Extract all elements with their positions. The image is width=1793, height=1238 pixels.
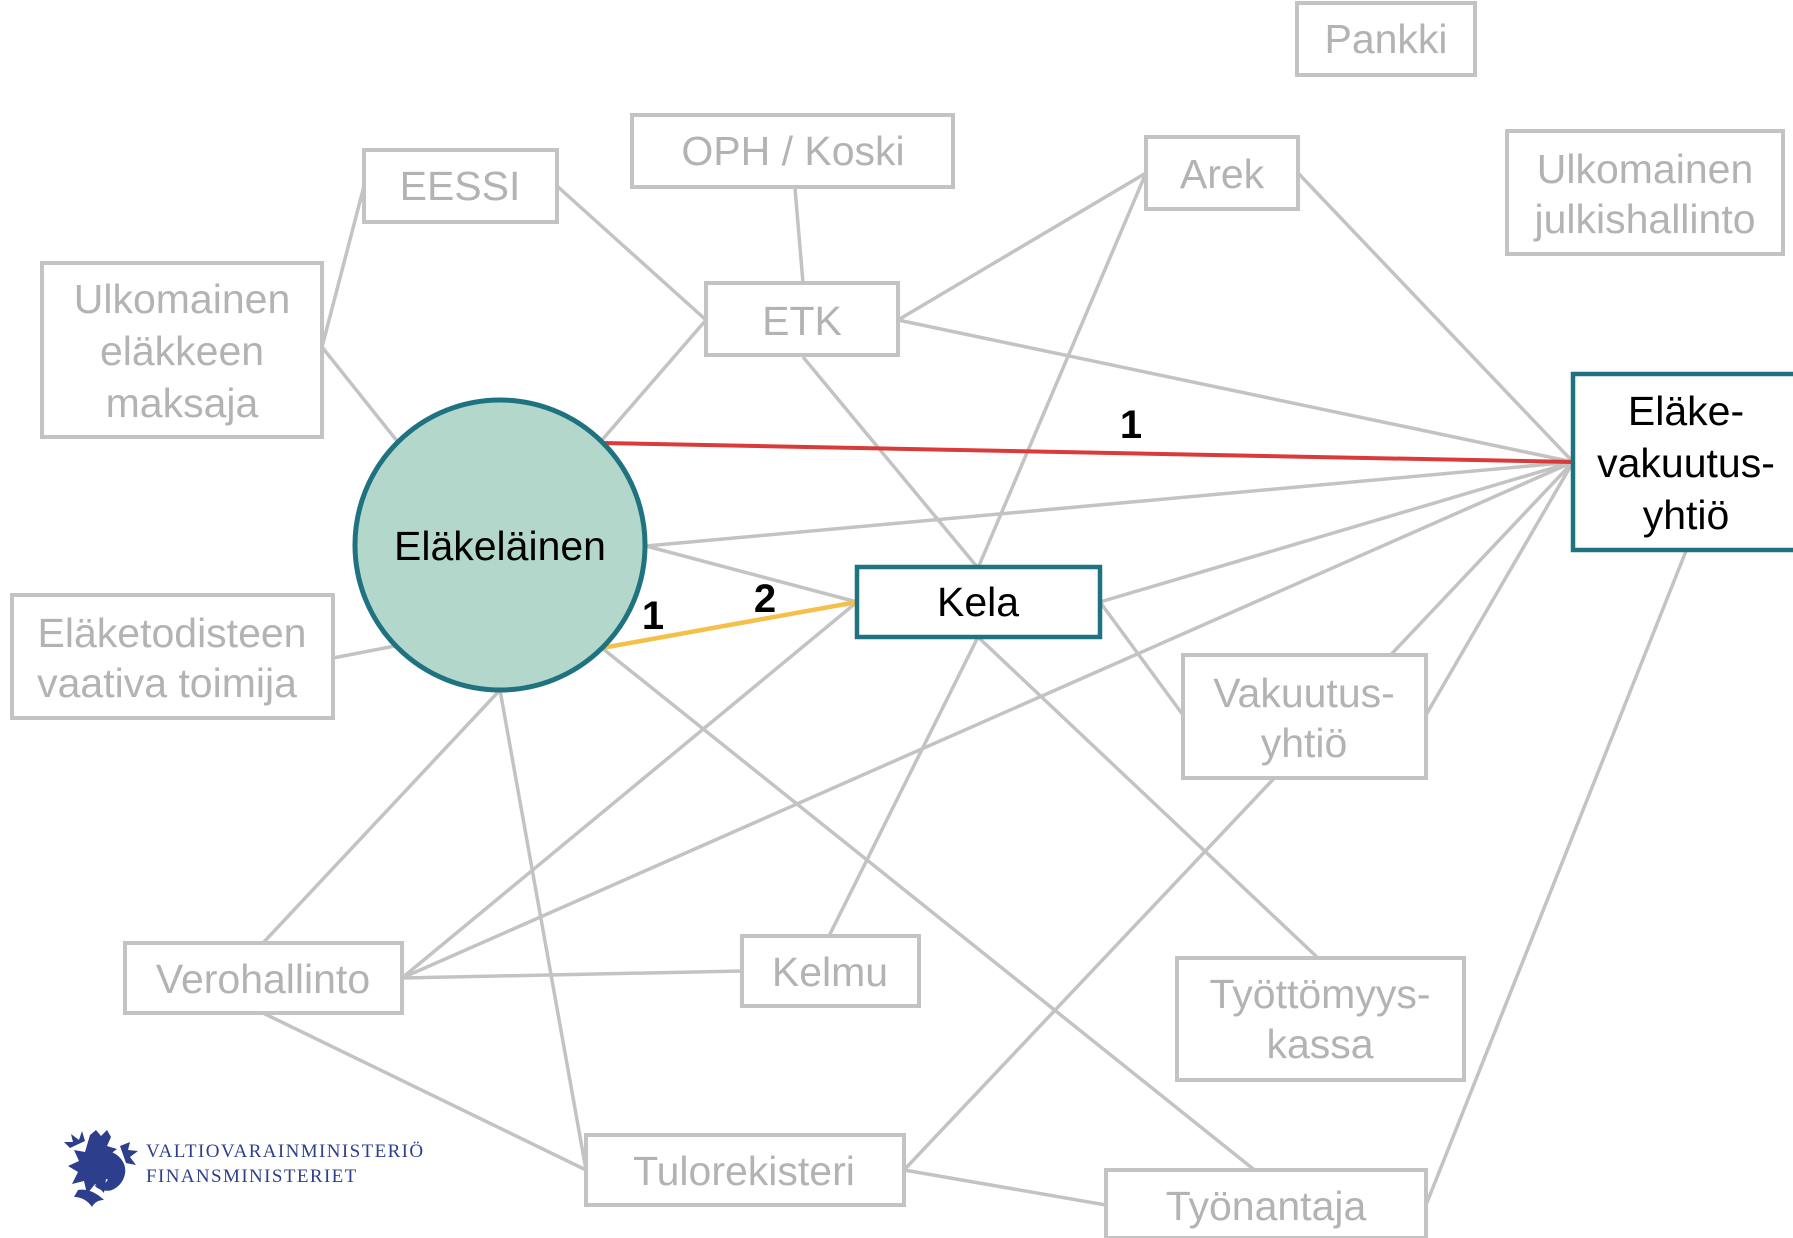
node-vakuutusyhtio: Vakuutus- yhtiö (1181, 653, 1428, 780)
edge-label-yellow-1: 1 (642, 594, 664, 638)
node-elakevakuutusyhtio: Eläke- vakuutus- yhtiö (1570, 371, 1793, 553)
node-tulorekisteri: Tulorekisteri (584, 1133, 906, 1207)
edge-kela-verohallinto (400, 600, 859, 980)
lion-coat-of-arms-icon (64, 1130, 138, 1207)
edge-arek-pension-company (1296, 171, 1575, 464)
node-kela: Kela (854, 564, 1103, 640)
edge-verohallinto-tulorekisteri (262, 1011, 587, 1172)
node-etk: ETK (704, 281, 900, 357)
node-oph-koski-label: OPH / Koski (681, 128, 904, 174)
node-elakelainen: Eläkeläinen (352, 397, 648, 693)
edge-oph-etk (793, 187, 805, 284)
node-elaketodisteen-vaativa-line1: Eläketodisteen (38, 610, 307, 656)
node-eessi-label: EESSI (400, 163, 521, 209)
edge-kela-kelmu (826, 636, 980, 939)
node-ulkomainen-maksaja-line1: Ulkomainen (74, 276, 291, 322)
node-pankki-label: Pankki (1324, 16, 1447, 62)
edge-etk-kela (801, 355, 980, 570)
edge-label-yellow-2: 2 (754, 577, 776, 621)
edge-tulorekisteri-pension-company (902, 460, 1575, 1172)
node-tyottomyyskassa: Työttömyys- kassa (1175, 956, 1466, 1082)
edge-verohallinto-kelmu (401, 969, 743, 980)
node-tyonantaja: Työnantaja (1104, 1168, 1428, 1238)
edge-tyonantaja-pension-company (1424, 550, 1688, 1206)
edge-pensioner-tulorekisteri (498, 689, 588, 1171)
node-ulkomainen-maksaja-line2: eläkkeen (100, 328, 264, 374)
node-elakevakuutusyhtio-line1: Eläke- (1628, 388, 1744, 434)
edge-pensioner-verohallinto (261, 688, 502, 945)
node-vakuutusyhtio-line1: Vakuutus- (1213, 670, 1395, 716)
edge-label-red-1: 1 (1120, 403, 1142, 447)
node-ulkomainen-julkishallinto: Ulkomainen julkishallinto (1505, 129, 1785, 256)
node-tyottomyyskassa-line2: kassa (1266, 1021, 1373, 1067)
node-elakelainen-label: Eläkeläinen (394, 523, 606, 569)
node-verohallinto-label: Verohallinto (156, 956, 370, 1002)
node-eessi: EESSI (362, 148, 559, 224)
logo-line1: VALTIOVARAINMINISTERIÖ (146, 1141, 425, 1162)
edge-todiste-pensioner (332, 643, 401, 660)
node-ulkomainen-julkishallinto-line2: julkishallinto (1533, 196, 1755, 242)
edge-kela-pension-company (1099, 460, 1574, 604)
ministry-logo: VALTIOVARAINMINISTERIÖ FINANSMINISTERIET (64, 1130, 425, 1207)
node-kela-label: Kela (937, 579, 1019, 625)
node-ulkomainen-maksaja-line3: maksaja (106, 380, 259, 426)
edge-maksaja-pensioner (320, 345, 399, 443)
node-arek: Arek (1144, 135, 1300, 211)
node-ulkomainen-maksaja: Ulkomainen eläkkeen maksaja (40, 261, 324, 439)
edge-etk-pension-company (897, 318, 1574, 464)
node-vakuutusyhtio-line2: yhtiö (1261, 720, 1348, 766)
node-arek-label: Arek (1180, 151, 1265, 197)
connection-lines (261, 171, 1688, 1207)
node-elakevakuutusyhtio-line2: vakuutus- (1597, 440, 1775, 486)
node-pankki: Pankki (1295, 1, 1477, 77)
edge-vakuutusyhtio-pension-company (1424, 461, 1575, 716)
node-tulorekisteri-label: Tulorekisteri (633, 1148, 855, 1194)
edge-arek-kela (976, 172, 1148, 569)
edge-eessi-maksaja (320, 185, 366, 348)
node-kelmu: Kelmu (740, 934, 921, 1008)
node-ulkomainen-julkishallinto-line1: Ulkomainen (1537, 146, 1754, 192)
edge-verohallinto-pension-company (401, 460, 1574, 980)
node-elakelainen-circle (352, 397, 648, 693)
logo-line2: FINANSMINISTERIET (146, 1166, 358, 1187)
node-elaketodisteen-vaativa-line2: vaativa toimija (37, 660, 297, 706)
edge-kela-vakuutusyhtio (1098, 600, 1185, 717)
edge-pensioner-kela-highlight (601, 599, 858, 651)
edge-kela-tyottomyyskassa (976, 635, 1320, 960)
edge-tulorekisteri-tyonantaja (903, 1168, 1107, 1207)
edge-pensioner-pension-company-highlight (601, 441, 1574, 464)
edge-eessi-etk (555, 184, 708, 322)
node-tyonantaja-label: Työnantaja (1166, 1183, 1367, 1229)
node-kelmu-label: Kelmu (772, 949, 888, 995)
node-verohallinto: Verohallinto (123, 941, 404, 1015)
node-elaketodisteen-vaativa: Eläketodisteen vaativa toimija (10, 593, 335, 720)
node-etk-label: ETK (762, 298, 842, 344)
edge-pensioner-pension-company-gray (645, 460, 1574, 548)
edge-pensioner-kela-gray (645, 544, 858, 604)
edge-pensioner-tyonantaja (600, 646, 1259, 1174)
edge-etk-arek (897, 171, 1147, 322)
node-tyottomyyskassa-line1: Työttömyys- (1210, 971, 1431, 1017)
node-elakevakuutusyhtio-line3: yhtiö (1643, 492, 1730, 538)
edge-etk-pensioner (600, 318, 708, 442)
node-oph-koski: OPH / Koski (630, 113, 955, 189)
